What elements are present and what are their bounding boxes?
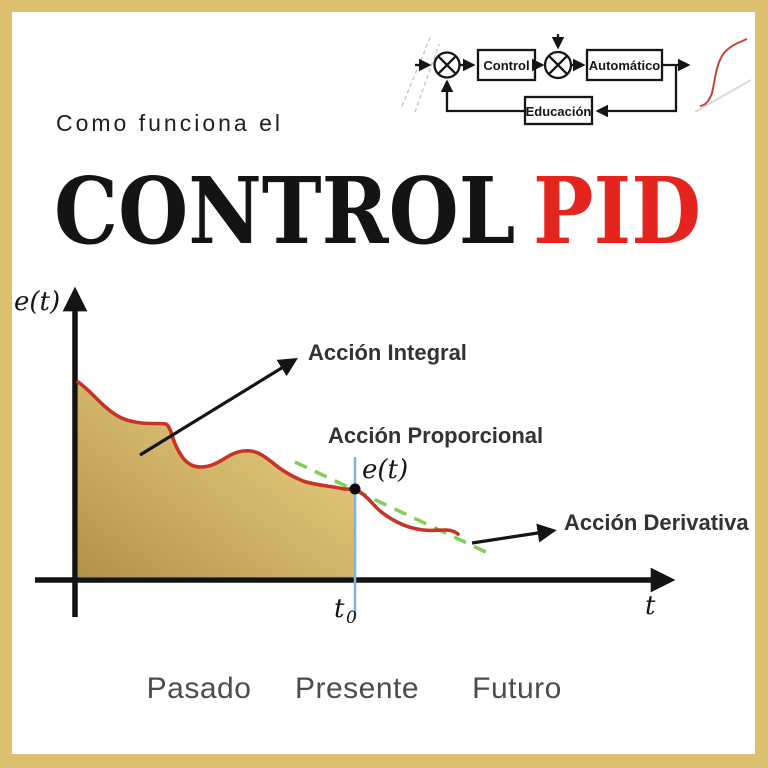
feedback-line-down <box>595 65 678 118</box>
t0-label: t <box>334 594 345 624</box>
title-word-pid: PID <box>533 157 702 265</box>
derivative-annotation-arrow <box>471 523 557 545</box>
plant-box-label: Automático <box>589 58 661 73</box>
integral-label: Acción Integral <box>308 340 467 365</box>
timeline-future-label: Futuro <box>472 672 562 705</box>
summing-junction-1 <box>433 51 461 79</box>
current-error-label: e(t) <box>362 455 408 485</box>
summing-junction-2 <box>543 50 573 80</box>
feedback-line-return <box>440 79 525 113</box>
y-axis-label: e(t) <box>14 287 60 317</box>
faint-sketch-lines <box>401 37 440 113</box>
control-box <box>476 48 537 82</box>
title-word-control: CONTROL <box>54 157 516 265</box>
response-sketch-gray <box>694 79 752 113</box>
plant-box <box>585 48 664 82</box>
feedback-box-label: Educación <box>526 104 592 119</box>
t0-subscript: 0 <box>346 608 357 628</box>
error-signal-graph: e(t) Acción Integral Acción Proporcional… <box>14 286 749 628</box>
error-curve-past <box>76 380 357 492</box>
integral-annotation-arrow <box>139 357 298 457</box>
current-error-point <box>349 483 361 495</box>
derivative-label: Acción Derivativa <box>564 510 749 535</box>
feedback-loop-diagram: Control Automático Educación <box>401 34 752 126</box>
timeline-past-label: Pasado <box>146 672 252 705</box>
integral-area-fill <box>78 382 355 577</box>
summing-junction-2-x <box>547 54 569 76</box>
timeline-present-label: Presente <box>294 672 420 705</box>
control-box-label: Control <box>483 58 529 73</box>
subtitle: Como funciona el <box>56 110 283 136</box>
summing-junction-1-x <box>437 55 457 75</box>
derivative-tangent-line <box>294 460 489 555</box>
response-sketch-red <box>699 38 748 107</box>
error-curve-future <box>353 487 460 536</box>
x-axis-label: t <box>645 591 656 621</box>
proportional-label: Acción Proporcional <box>328 423 543 448</box>
